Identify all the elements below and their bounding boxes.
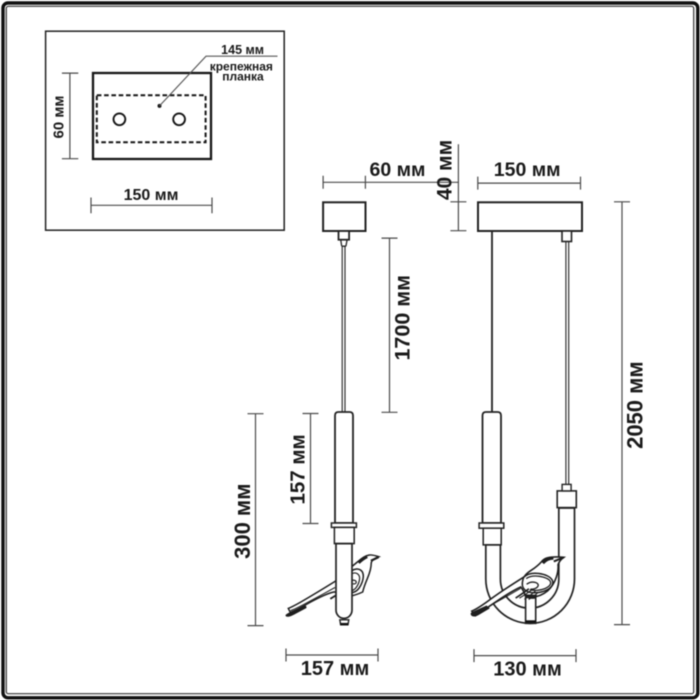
svg-text:145 мм: 145 мм [221, 43, 264, 57]
svg-text:130 мм: 130 мм [493, 659, 562, 681]
svg-text:157 мм: 157 мм [301, 658, 370, 680]
svg-text:60 мм: 60 мм [51, 95, 68, 138]
svg-text:150 мм: 150 мм [124, 187, 179, 204]
svg-text:2050 мм: 2050 мм [623, 361, 648, 449]
svg-text:60 мм: 60 мм [370, 159, 426, 181]
svg-text:150 мм: 150 мм [494, 159, 561, 181]
svg-text:40 мм: 40 мм [434, 140, 457, 200]
svg-text:крепежная: крепежная [210, 60, 273, 74]
svg-text:1700 мм: 1700 мм [391, 275, 415, 361]
svg-text:300 мм: 300 мм [230, 484, 255, 559]
svg-text:157 мм: 157 мм [286, 434, 309, 504]
svg-text:планка: планка [222, 69, 264, 83]
